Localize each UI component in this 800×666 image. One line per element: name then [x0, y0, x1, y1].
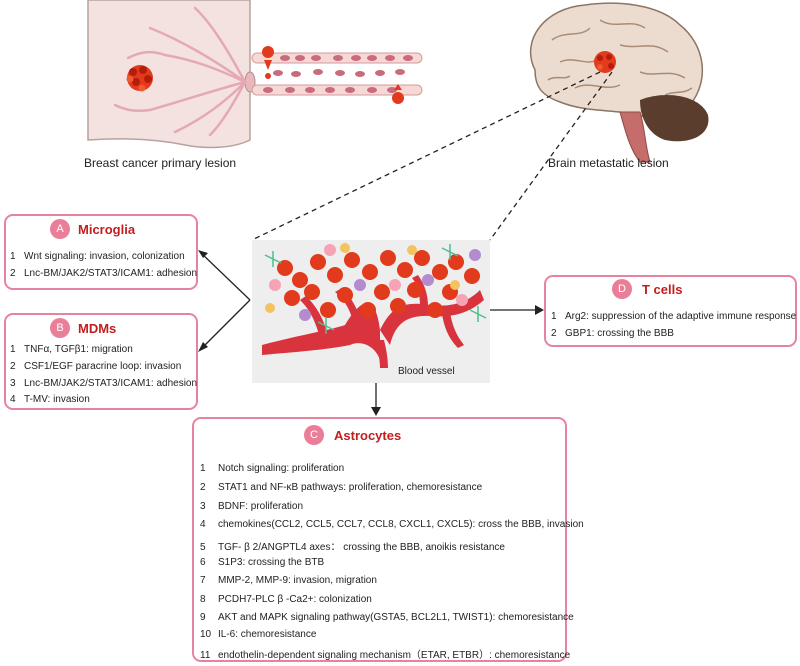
panel-badge-d: D — [612, 279, 632, 299]
blood-vessel-label: Blood vessel — [398, 366, 455, 377]
brain-caption: Brain metastatic lesion — [548, 156, 669, 170]
zoom-line-right — [489, 71, 613, 241]
circulating-tumor-cell-icon — [262, 46, 404, 104]
breast-caption: Breast cancer primary lesion — [84, 156, 237, 170]
zoom-line-left — [251, 71, 601, 241]
brain-tumor-icon — [594, 51, 616, 73]
arrow-to-microglia — [199, 251, 251, 301]
primary-tumor-icon — [126, 65, 153, 92]
panel-badge-c: C — [304, 425, 324, 445]
panel-badge-b: B — [50, 318, 70, 338]
mdms-title: MDMs — [78, 321, 117, 336]
tcells-title: T cells — [642, 282, 683, 297]
microenvironment-cells-icon — [264, 243, 487, 334]
arrow-to-mdms — [199, 299, 251, 351]
astrocytes-title: Astrocytes — [334, 428, 402, 443]
brain-illustration — [529, 2, 709, 163]
panel-badge-a: A — [50, 219, 70, 239]
breast-icon — [87, 0, 256, 149]
microglia-title: Microglia — [78, 222, 136, 237]
circulation-vessels-icon — [251, 46, 423, 104]
